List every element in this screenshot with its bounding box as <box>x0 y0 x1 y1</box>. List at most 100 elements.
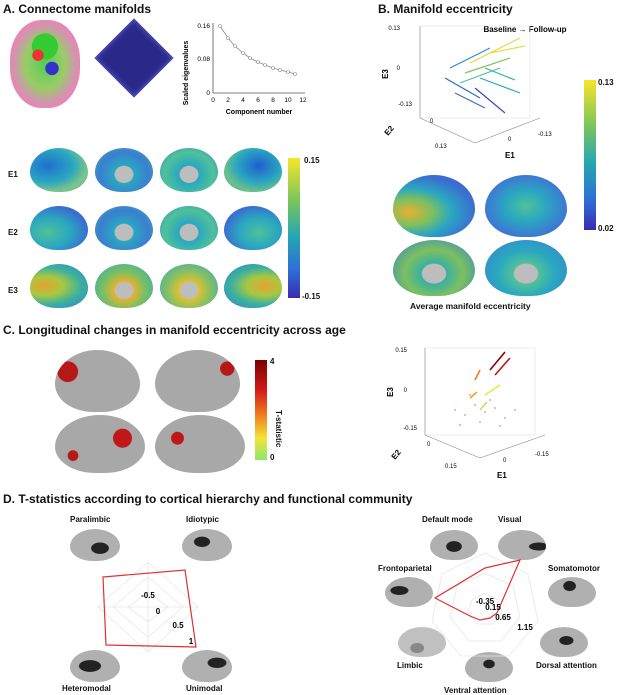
brain-eccentricity-lateral-left <box>393 175 475 237</box>
panel-c-title: C. Longitudinal changes in manifold ecce… <box>3 323 346 337</box>
scatter-b-e3-label: E3 <box>381 69 390 79</box>
community-radar-chart: -0.35 0.15 0.65 1.15 <box>431 552 539 657</box>
tstat-3d-scatter: 0.15 0 -0.15 E3 0 E2 0.15 0 -0.15 E1 <box>386 347 549 480</box>
panel-a-colorbar-min: -0.15 <box>302 292 321 301</box>
panel-a-title: A. Connectome manifolds <box>3 2 152 16</box>
panel-b-title: B. Manifold eccentricity <box>378 2 513 16</box>
hierarchy-ring: 0 <box>156 607 161 616</box>
brain-unimodal <box>182 650 232 682</box>
community-ring: 1.15 <box>517 623 533 632</box>
scree-xtick: 12 <box>299 97 307 104</box>
panel-c-colorbar-label: T-statistic <box>274 410 283 448</box>
brain-e1-lateral-right <box>224 148 282 192</box>
hierarchy-ring: -0.5 <box>141 591 155 600</box>
scatter-c-e2-a: 0 <box>427 442 431 448</box>
scatter-b-e1-zero: 0 <box>508 137 512 143</box>
community-label-dorsal-attention: Dorsal attention <box>536 661 597 670</box>
scatter-c-e3-bottom: -0.15 <box>403 426 417 432</box>
hierarchy-ring: 0.5 <box>172 621 184 630</box>
scree-xtick: 2 <box>226 97 230 104</box>
community-label-limbic: Limbic <box>397 661 423 670</box>
connectivity-matrix-image <box>94 18 174 98</box>
scatter-b-e1-label: E1 <box>505 151 515 160</box>
brain-tstat-medial-left <box>55 415 145 473</box>
scree-ylabel: Scaled eigenvalues <box>183 41 190 106</box>
row-label-e1: E1 <box>8 170 18 179</box>
brain-tstat-lateral-left <box>55 350 140 412</box>
brain-somatomotor <box>548 577 596 607</box>
brain-e2-medial-left <box>95 206 153 250</box>
hierarchy-label-heteromodal: Heteromodal <box>62 684 111 693</box>
scree-xtick: 0 <box>211 97 215 104</box>
scree-xlabel: Component number <box>226 109 293 116</box>
panel-b-colorbar-max: 0.13 <box>598 78 614 87</box>
community-label-ventral-attention: Ventral attention <box>444 686 507 695</box>
community-label-frontoparietal: Frontoparietal <box>378 564 432 573</box>
brain-frontoparietal <box>385 577 433 607</box>
scatter-c-e1-right: -0.15 <box>535 452 549 458</box>
scree-xtick: 10 <box>284 97 292 104</box>
brain-e1-lateral-left <box>30 148 88 192</box>
community-label-visual: Visual <box>498 515 522 524</box>
hierarchy-label-paralimbic: Paralimbic <box>70 515 111 524</box>
scatter-b-e3-zero: 0 <box>397 66 401 72</box>
scatter-b-e2-label: E2 <box>383 124 397 138</box>
row-label-e2: E2 <box>8 228 18 237</box>
scatter-b-e3-bottom: -0.13 <box>398 102 412 108</box>
row-label-e3: E3 <box>8 286 18 295</box>
hierarchy-label-idiotypic: Idiotypic <box>186 515 219 524</box>
brain-default-mode <box>430 530 478 560</box>
scatter-c-e2-label: E2 <box>390 448 404 462</box>
hierarchy-label-unimodal: Unimodal <box>186 684 223 693</box>
panel-c-colorbar-max: 4 <box>270 357 275 366</box>
brain-heteromodal <box>70 650 120 682</box>
scatter-c-e1-zero: 0 <box>503 458 507 464</box>
community-ring: -0.35 <box>476 597 495 606</box>
scatter-c-e3-zero: 0 <box>404 388 408 394</box>
scree-xtick: 4 <box>241 97 245 104</box>
brain-idiotypic <box>182 529 232 561</box>
scatter-c-e3-top: 0.15 <box>395 348 407 354</box>
brain-dorsal-attention <box>540 627 588 657</box>
scatter-b-e2-a: 0 <box>430 119 434 125</box>
brain-paralimbic <box>70 529 120 561</box>
brain-eccentricity-lateral-right <box>485 175 567 237</box>
brain-e2-lateral-left <box>30 206 88 250</box>
hierarchy-ring: 1 <box>189 637 194 646</box>
brain-e3-medial-left <box>95 264 153 308</box>
scree-plot: Scaled eigenvalues 0.16 0.08 0 0 2 4 6 8… <box>183 23 307 116</box>
brain-tstat-lateral-right <box>155 350 240 412</box>
scatter-b-e2-b: 0.13 <box>435 144 447 150</box>
brain-eccentricity-medial-right <box>485 240 567 296</box>
scree-ytick: 0.16 <box>197 23 210 30</box>
brain-e3-lateral-right <box>224 264 282 308</box>
scatter-b-e1-right: -0.13 <box>538 132 552 138</box>
brain-visual <box>498 530 546 560</box>
panel-d-title: D. T-statistics according to cortical hi… <box>3 492 413 506</box>
brain-ventral-attention <box>465 652 513 682</box>
scatter-b-title: Baseline → Follow-up <box>483 25 566 34</box>
brain-e1-medial-right <box>160 148 218 192</box>
brain-eccentricity-medial-left <box>393 240 475 296</box>
scree-xtick: 8 <box>271 97 275 104</box>
community-ring: 0.15 <box>485 603 501 612</box>
scatter-b-e3-top: 0.13 <box>388 26 400 32</box>
community-ring: 0.65 <box>495 613 511 622</box>
panel-a-colorbar-max: 0.15 <box>304 156 320 165</box>
panel-b-colorbar-min: 0.02 <box>598 224 614 233</box>
community-label-somatomotor: Somatomotor <box>548 564 600 573</box>
brain-e2-medial-right <box>160 206 218 250</box>
community-label-default-mode: Default mode <box>422 515 473 524</box>
hierarchy-radar-chart: -0.5 0 0.5 1 <box>97 561 199 653</box>
brain-limbic <box>398 627 446 657</box>
scree-xtick: 6 <box>256 97 260 104</box>
scree-ytick: 0.08 <box>197 56 210 63</box>
panel-b-colorbar <box>584 80 596 230</box>
panel-c-colorbar <box>255 360 267 460</box>
scatter-c-e1-left: 0.15 <box>445 464 457 470</box>
panel-a-colorbar <box>288 158 300 298</box>
eccentricity-3d-scatter: Baseline → Follow-up 0.13 0 -0.13 E3 0 E… <box>381 25 567 160</box>
brain-e1-medial-left <box>95 148 153 192</box>
brain-tstat-medial-right <box>155 415 245 473</box>
panel-c-colorbar-min: 0 <box>270 453 275 462</box>
